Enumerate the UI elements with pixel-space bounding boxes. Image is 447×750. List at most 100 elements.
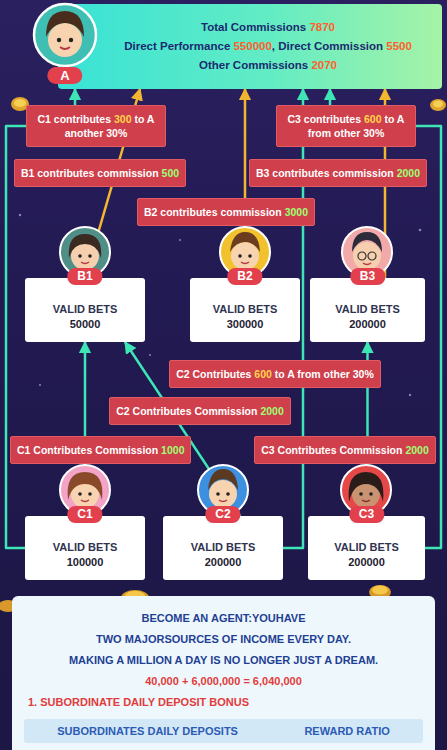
avatar-b1-part <box>69 234 101 258</box>
panel-text: 1. SUBORDINATE DAILY DEPOSIT BONUS <box>24 692 423 713</box>
text-run: Direct Performance <box>124 40 233 52</box>
edge-label: B1 contributes commission 500 <box>14 159 186 187</box>
bets-card: C2VALID BETS200000 <box>163 516 283 580</box>
card-text: VALID BETS <box>314 302 421 317</box>
card-text: 50000 <box>29 317 141 332</box>
avatar-a-part <box>46 11 84 37</box>
edge-layer <box>6 89 441 548</box>
avatar-b3-part <box>353 242 381 270</box>
edge-label: C2 Contributes 600 to A from other 30% <box>169 360 381 388</box>
edge-label: C2 Contributes Commission 2000 <box>109 397 290 425</box>
summary-text: Direct Performance 550000, Direct Commis… <box>102 37 434 56</box>
band-text: SUBORDINATES DAILY DEPOSITS <box>57 723 238 739</box>
edge-label: B2 contributes commission 3000 <box>137 198 315 226</box>
number-highlight: 3000 <box>285 206 308 218</box>
avatar-b2-part <box>241 262 249 264</box>
avatar-c1-part <box>68 472 103 500</box>
card-text: C1 <box>67 506 102 523</box>
avatar-a <box>32 2 98 68</box>
bets-card: C1VALID BETS100000 <box>25 516 145 580</box>
panel-text: BECOME AN AGENT:YOUHAVE <box>24 608 423 629</box>
table-header: SUBORDINATES DAILY DEPOSITS REWARD RATIO <box>24 719 423 743</box>
text-run: B2 contributes commission <box>144 206 285 218</box>
avatar-c3-part <box>349 472 384 502</box>
avatar-c1-part <box>88 492 92 496</box>
number-highlight: 7870 <box>309 21 335 33</box>
avatar-b2-part <box>231 242 259 270</box>
avatar-b1-part <box>88 254 92 258</box>
card-text: 200000 <box>314 317 421 332</box>
edge-label: C1 contributes 300 to A another 30% <box>26 105 166 147</box>
avatar-a-part <box>57 38 61 42</box>
stars-part <box>39 384 41 386</box>
info-panel: BECOME AN AGENT:YOUHAVETWO MAJORSOURCES … <box>12 596 435 750</box>
avatar-c2-part <box>216 492 220 496</box>
number-highlight: 2000 <box>405 444 428 456</box>
avatar-a-part <box>69 38 73 42</box>
text-run: C3 Contributes Commission <box>261 444 405 456</box>
stars-part <box>19 214 21 216</box>
text-run: to A from other 30% <box>272 368 374 380</box>
avatar-b3-part <box>358 252 366 260</box>
number-highlight: 2000 <box>397 167 420 179</box>
bets-card: B1VALID BETS50000 <box>25 278 145 342</box>
number-highlight: 2070 <box>311 59 337 71</box>
number-highlight: 600 <box>364 113 382 125</box>
card-text: VALID BETS <box>312 540 421 555</box>
card-text: 300000 <box>194 317 296 332</box>
number-highlight: 500 <box>162 167 180 179</box>
number-highlight: 1000 <box>161 444 184 456</box>
avatar-a-part <box>34 4 96 66</box>
text-run: , Direct Commission <box>272 40 386 52</box>
text-run: Total Commissions <box>201 21 309 33</box>
edge-label: C1 Contributes Commission 1000 <box>10 436 191 464</box>
stars-part <box>179 239 181 241</box>
avatar-b2-part <box>238 254 242 258</box>
summary-text: Other Commissions 2070 <box>102 56 434 75</box>
number-highlight: 300 <box>114 113 132 125</box>
edge-label: B3 contributes commission 2000 <box>249 159 427 187</box>
card-text: C2 <box>205 506 240 523</box>
summary-text: Total Commissions 7870 <box>102 18 434 37</box>
summary-box: Total Commissions 7870Direct Performance… <box>58 4 442 89</box>
avatar-c3-part <box>362 500 370 502</box>
avatar-b3-part <box>368 252 376 260</box>
stars <box>19 214 422 396</box>
avatar-b3-part <box>352 232 382 252</box>
card-text: 200000 <box>167 555 279 570</box>
card-text: 200000 <box>312 555 421 570</box>
avatar-c2-part <box>219 500 227 502</box>
card-text: VALID BETS <box>29 302 141 317</box>
avatar-c2-part <box>226 492 230 496</box>
coins-part <box>430 99 446 111</box>
avatar-b1-part <box>81 262 89 264</box>
panel-text: TWO MAJORSOURCES OF INCOME EVERY DAY. <box>24 629 423 650</box>
text-run: C2 Contributes Commission <box>116 405 260 417</box>
avatar-c1-part <box>78 492 82 496</box>
band-text: REWARD RATIO <box>304 723 389 739</box>
avatar-b3-part <box>363 263 371 265</box>
number-highlight: 550000 <box>233 40 271 52</box>
panel-text: MAKING A MILLION A DAY IS NO LONGER JUST… <box>24 650 423 671</box>
avatar-node: A <box>32 2 98 68</box>
text-run: C2 Contributes <box>176 368 254 380</box>
card-text: VALID BETS <box>194 302 296 317</box>
text-run: Other Commissions <box>199 59 311 71</box>
card-text: VALID BETS <box>29 540 141 555</box>
text-run: C3 contributes <box>288 113 364 125</box>
stars-part <box>419 229 422 232</box>
text-run: B3 contributes commission <box>256 167 397 179</box>
text-run: B1 contributes commission <box>21 167 162 179</box>
edge-label: C3 contributes 600 to A from other 30% <box>276 105 416 147</box>
number-highlight: 5500 <box>386 40 412 52</box>
card-text: B2 <box>227 268 262 285</box>
stars-part <box>409 394 411 396</box>
avatar-text: A <box>47 67 82 84</box>
avatar-b1-part <box>78 254 82 258</box>
bets-card: B2VALID BETS300000 <box>190 278 300 342</box>
coins <box>0 97 446 612</box>
card-text: B1 <box>67 268 102 285</box>
avatar-c3-part <box>369 492 373 496</box>
avatar-c2-part <box>208 469 238 490</box>
